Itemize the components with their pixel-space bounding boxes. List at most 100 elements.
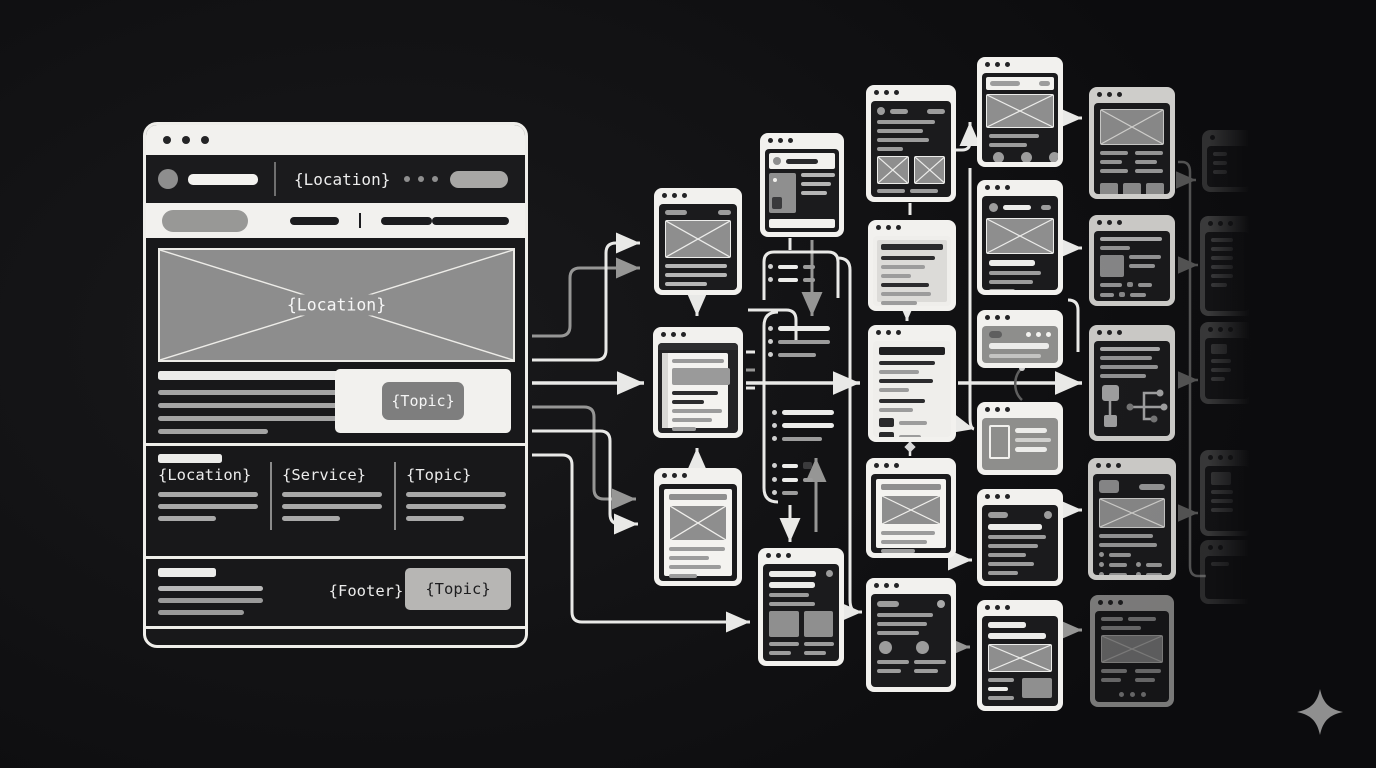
menu-dot-icon bbox=[432, 176, 439, 182]
placeholder-pill bbox=[718, 210, 731, 215]
window-dot-icon bbox=[1218, 221, 1223, 226]
logo-avatar bbox=[158, 169, 178, 189]
placeholder-line bbox=[877, 129, 923, 133]
placeholder-block bbox=[1211, 472, 1231, 485]
card-body bbox=[982, 505, 1058, 581]
placeholder-dot bbox=[773, 157, 781, 165]
card-titlebar bbox=[868, 220, 956, 235]
sparkle-icon bbox=[1297, 689, 1343, 735]
placeholder-dot bbox=[1036, 332, 1041, 337]
placeholder-dot bbox=[773, 178, 777, 182]
card-body bbox=[1205, 466, 1249, 531]
header-cta-button[interactable] bbox=[450, 170, 509, 188]
faded-page-card bbox=[1200, 450, 1254, 536]
placeholder-line bbox=[1213, 170, 1227, 174]
placeholder-line bbox=[877, 622, 927, 626]
window-dot-icon bbox=[1218, 455, 1223, 460]
window-dot-icon bbox=[896, 225, 901, 230]
placeholder-line bbox=[989, 280, 1033, 284]
card-body bbox=[763, 564, 839, 661]
placeholder-row bbox=[988, 511, 1052, 519]
topic-button[interactable]: {Topic} bbox=[382, 382, 464, 420]
placeholder-dot bbox=[768, 264, 773, 269]
link-list bbox=[772, 410, 834, 449]
placeholder-row bbox=[1100, 255, 1164, 277]
placeholder-line bbox=[158, 516, 216, 521]
placeholder-line bbox=[769, 651, 791, 655]
placeholder-line bbox=[804, 642, 834, 646]
window-dot-icon bbox=[995, 315, 1000, 320]
window-dot-icon bbox=[894, 463, 899, 468]
placeholder-line bbox=[877, 669, 901, 673]
placeholder-line bbox=[879, 399, 925, 403]
nav-item[interactable] bbox=[431, 216, 509, 225]
placeholder-line bbox=[881, 256, 935, 260]
nav-item[interactable] bbox=[290, 216, 339, 225]
window-titlebar bbox=[146, 125, 525, 155]
card-titlebar bbox=[1088, 458, 1176, 473]
window-dot-icon bbox=[1208, 545, 1213, 550]
window-dot-icon bbox=[1116, 463, 1121, 468]
placeholder-line bbox=[1211, 499, 1233, 503]
link-list bbox=[772, 462, 813, 503]
image-placeholder-icon bbox=[913, 156, 945, 184]
placeholder-line bbox=[1130, 292, 1146, 297]
placeholder-line bbox=[879, 370, 919, 374]
window-dot-icon bbox=[1117, 92, 1122, 97]
window-dot-icon bbox=[1097, 92, 1102, 97]
card-body bbox=[1094, 341, 1170, 436]
nav-item[interactable] bbox=[381, 216, 432, 225]
footer-topic-button[interactable]: {Topic} bbox=[405, 568, 511, 610]
column-divider bbox=[270, 462, 272, 530]
card-titlebar bbox=[1089, 325, 1175, 340]
placeholder-line bbox=[989, 143, 1027, 147]
card-titlebar bbox=[977, 310, 1063, 325]
placeholder-line bbox=[988, 678, 1014, 682]
page-card-col4-2 bbox=[977, 180, 1063, 295]
card-titlebar bbox=[866, 458, 956, 473]
placeholder-line bbox=[879, 408, 913, 412]
placeholder-line bbox=[669, 574, 697, 578]
card-titlebar bbox=[977, 402, 1063, 417]
page-card-col5-2 bbox=[1089, 215, 1175, 306]
placeholder-line bbox=[1211, 490, 1233, 494]
window-dot-icon bbox=[874, 583, 879, 588]
placeholder-pill bbox=[665, 210, 687, 215]
placeholder-row bbox=[768, 352, 830, 357]
placeholder-line bbox=[1211, 359, 1231, 363]
window-dot-icon bbox=[1228, 327, 1233, 332]
card-body bbox=[765, 149, 839, 232]
window-dot-icon bbox=[672, 193, 677, 198]
placeholder-block bbox=[881, 484, 941, 490]
page-card-col3-1 bbox=[866, 85, 956, 202]
placeholder-dot bbox=[768, 277, 773, 282]
placeholder-line bbox=[1134, 160, 1157, 164]
window-dot-icon bbox=[884, 463, 889, 468]
placeholder-line bbox=[1211, 274, 1233, 278]
placeholder-row bbox=[1100, 282, 1164, 287]
image-placeholder-icon bbox=[665, 220, 731, 258]
placeholder-line bbox=[1100, 374, 1146, 378]
placeholder-row bbox=[879, 641, 945, 654]
placeholder-row bbox=[991, 152, 1058, 162]
card-body bbox=[982, 326, 1058, 363]
placeholder-row bbox=[877, 660, 946, 678]
placeholder-block bbox=[772, 197, 782, 209]
window-dot-icon bbox=[201, 136, 209, 144]
placeholder-block bbox=[803, 611, 833, 637]
window-dot-icon bbox=[1210, 135, 1215, 140]
placeholder-line bbox=[1211, 238, 1233, 242]
window-dot-icon bbox=[995, 185, 1000, 190]
placeholder-line bbox=[1128, 617, 1156, 621]
placeholder-line bbox=[877, 660, 909, 664]
window-dot-icon bbox=[1228, 221, 1233, 226]
placeholder-line bbox=[988, 535, 1046, 539]
card-body bbox=[659, 484, 737, 581]
window-dot-icon bbox=[662, 473, 667, 478]
card-body bbox=[982, 73, 1058, 162]
placeholder-row bbox=[988, 678, 1052, 705]
nav-pill-button[interactable] bbox=[162, 209, 249, 232]
page-card-col4-3 bbox=[977, 310, 1063, 368]
logo-text-placeholder bbox=[188, 173, 258, 185]
window-dot-icon bbox=[876, 330, 881, 335]
